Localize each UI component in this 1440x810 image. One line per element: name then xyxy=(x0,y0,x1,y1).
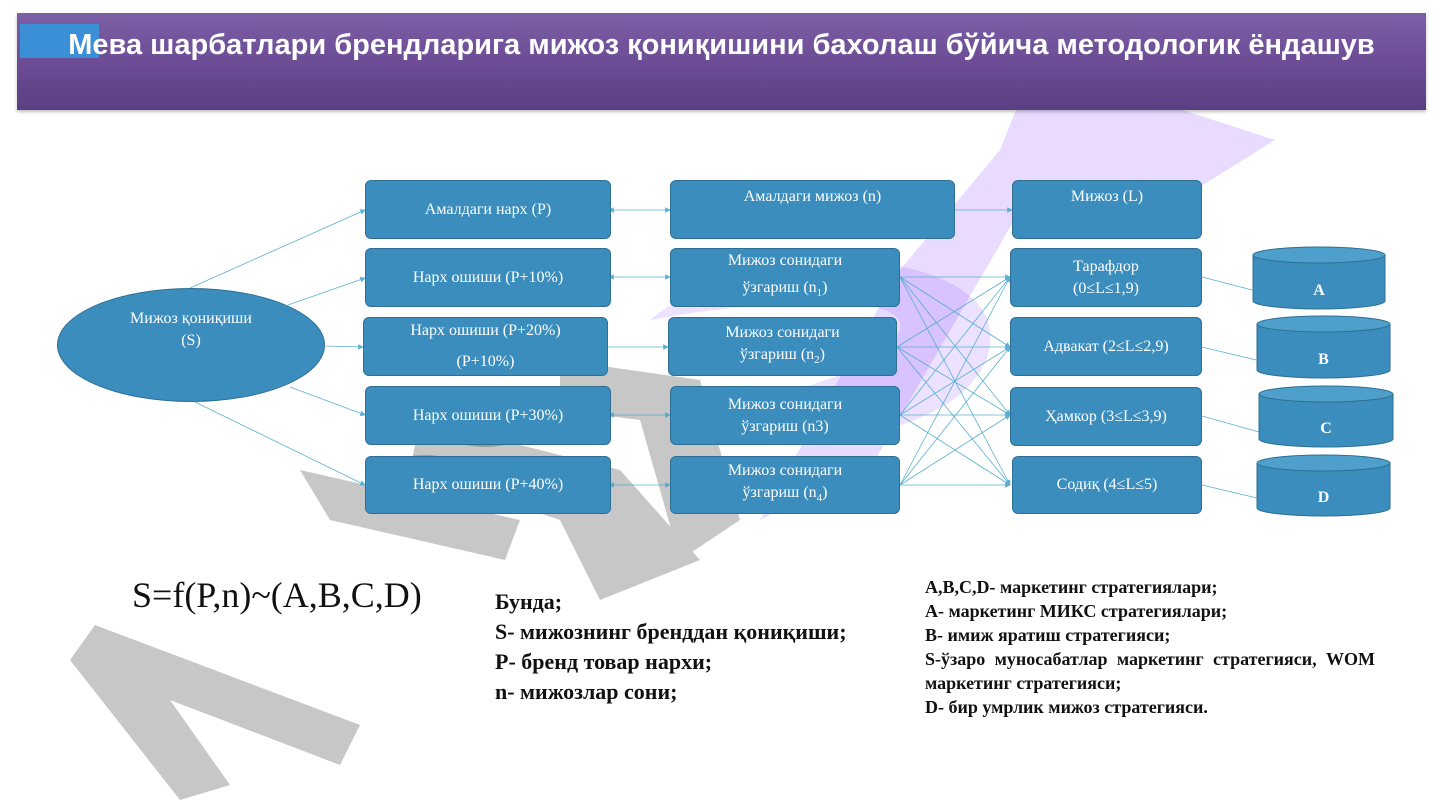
loyalty-partner-label: Ҳамкор (3≤L≤3,9) xyxy=(1045,407,1167,425)
customer-change-n1-end: ) xyxy=(822,279,828,297)
customer-change-n2-label: Мижоз сонидаги xyxy=(725,323,840,341)
loyalty-loyal-label: Содиқ (4≤L≤5) xyxy=(1056,476,1158,493)
cylinder-shape xyxy=(1252,246,1386,310)
page-title: Мева шарбатлари брендларига мижоз қониқи… xyxy=(68,29,1375,61)
link-l3-c xyxy=(1201,415,1260,433)
price-current-label: Амалдаги нарх (P) xyxy=(424,200,552,218)
strategy-label-c: C xyxy=(1320,420,1332,437)
loyalty-supporter-label: Тарафдор xyxy=(1073,257,1139,275)
legend-strategy-s: S-ўзаро муносабатлар маркетинг стратегия… xyxy=(925,649,1375,693)
price-increase-10-label: Нарх ошиши (P+10%) xyxy=(412,268,564,286)
customer-change-n4-end: ) xyxy=(822,484,828,502)
customer-current-box: Амалдаги мижоз (n) xyxy=(670,180,955,239)
legend-strategies-intro: A,B,C,D- маркетинг стратегиялари; xyxy=(925,577,1218,597)
legend-variables: Бунда; S- мижознинг бренддан қониқиши; P… xyxy=(495,587,851,707)
strategy-cylinder-c: C xyxy=(1258,385,1394,448)
customer-change-n2-box: Мижоз сонидаги ўзгариш (n2) xyxy=(668,317,897,376)
loyalty-partner-box: Ҳамкор (3≤L≤3,9) xyxy=(1010,387,1202,446)
cylinder-shape xyxy=(1258,385,1394,448)
customer-change-n1-sub: 1 xyxy=(816,287,823,300)
customer-change-n4-base: ўзгариш (n xyxy=(742,484,817,502)
title-bar: Мева шарбатлари брендларига мижоз қониқи… xyxy=(17,13,1426,110)
legend-strategy-d: D- бир умрлик мижоз стратегияси. xyxy=(925,697,1208,717)
satisfaction-formula: S=f(P,n)~(A,B,C,D) xyxy=(132,575,422,615)
price-increase-20-box: Нарх ошиши (P+20%) (P+10%) xyxy=(363,317,608,376)
price-increase-30-label: Нарх ошиши (P+30%) xyxy=(412,406,564,424)
root-symbol: (S) xyxy=(181,332,201,349)
loyalty-advocate-box: Адвакат (2≤L≤2,9) xyxy=(1010,317,1202,376)
price-increase-40-box: Нарх ошиши (P+40%) xyxy=(365,456,611,514)
price-current-box: Амалдаги нарх (P) xyxy=(365,180,611,239)
loyalty-loyal-box: Содиқ (4≤L≤5) xyxy=(1012,456,1202,514)
price-increase-20-sublabel: (P+10%) xyxy=(456,353,515,370)
link-root-p4 xyxy=(194,401,366,486)
customer-change-n1-box: Мижоз сонидаги ўзгариш (n1) xyxy=(670,248,900,307)
customer-change-n1-label: Мижоз сонидаги xyxy=(727,252,843,270)
cylinder-shape xyxy=(1256,315,1391,379)
customer-change-n2-end: ) xyxy=(819,345,825,363)
strategy-label-b: B xyxy=(1318,351,1329,368)
link-l2-b xyxy=(1201,346,1257,361)
link-root-p2 xyxy=(324,344,364,350)
customer-change-n3-label: Мижоз сонидаги xyxy=(727,395,843,413)
link-root-p1 xyxy=(287,276,366,306)
customer-change-n3-box: Мижоз сонидаги ўзгариш (n3) xyxy=(670,386,900,445)
link-mesh xyxy=(896,274,1011,488)
price-increase-20-label: Нарх ошиши (P+20%) xyxy=(410,322,561,339)
customer-change-n3-sublabel: ўзгариш (n3) xyxy=(741,417,829,435)
strategy-cylinder-b: B xyxy=(1256,315,1391,379)
link-l4-d xyxy=(1201,484,1258,499)
customer-change-n1-base: ўзгариш (n xyxy=(742,279,817,297)
legend-variable-s: S- мижознинг бренддан қониқиши; xyxy=(495,619,847,644)
strategy-label-a: A xyxy=(1313,282,1325,299)
root-label: Мижоз қониқиши xyxy=(130,310,252,327)
loyalty-header-label: Мижоз (L) xyxy=(1070,188,1144,205)
legend-strategy-b: B- имиж яратиш стратегияси; xyxy=(925,625,1171,645)
loyalty-supporter-box: Тарафдор (0≤L≤1,9) xyxy=(1010,248,1202,307)
loyalty-header-box: Мижоз (L) xyxy=(1012,180,1202,239)
loyalty-advocate-label: Адвакат (2≤L≤2,9) xyxy=(1043,337,1169,355)
legend-variable-p: P- бренд товар нархи; xyxy=(495,649,713,674)
strategy-label-d: D xyxy=(1317,489,1330,506)
strategy-cylinder-a: A xyxy=(1252,246,1386,310)
link-l1-a xyxy=(1201,276,1253,291)
customer-change-n4-label: Мижоз сонидаги xyxy=(727,462,843,480)
title-accent xyxy=(20,24,99,58)
link-root-p3 xyxy=(289,386,366,416)
customer-change-n4-box: Мижоз сонидаги ўзгариш (n4) xyxy=(670,456,900,514)
legend-variables-intro: Бунда; xyxy=(495,589,563,614)
price-increase-10-box: Нарх ошиши (P+10%) xyxy=(365,248,611,307)
link-root-p0 xyxy=(189,209,366,289)
cylinder-shape xyxy=(1256,454,1391,517)
strategy-cylinder-d: D xyxy=(1256,454,1391,517)
legend-variable-n: n- мижозлар сони; xyxy=(495,679,678,704)
price-increase-40-label: Нарх ошиши (P+40%) xyxy=(412,476,564,493)
root-customer-satisfaction: Мижоз қониқиши (S) xyxy=(57,288,325,402)
customer-change-n4-sub: 4 xyxy=(816,492,823,505)
loyalty-supporter-range: (0≤L≤1,9) xyxy=(1073,279,1139,297)
customer-current-label: Амалдаги мижоз (n) xyxy=(743,188,882,205)
legend-strategy-a: A- маркетинг МИКС стратегиялари; xyxy=(925,601,1228,621)
legend-strategies: A,B,C,D- маркетинг стратегиялари; A- мар… xyxy=(925,575,1375,719)
customer-change-n2-sub: 2 xyxy=(814,354,820,367)
customer-change-n2-base: ўзгариш (n xyxy=(739,345,815,363)
price-increase-30-box: Нарх ошиши (P+30%) xyxy=(365,386,611,445)
